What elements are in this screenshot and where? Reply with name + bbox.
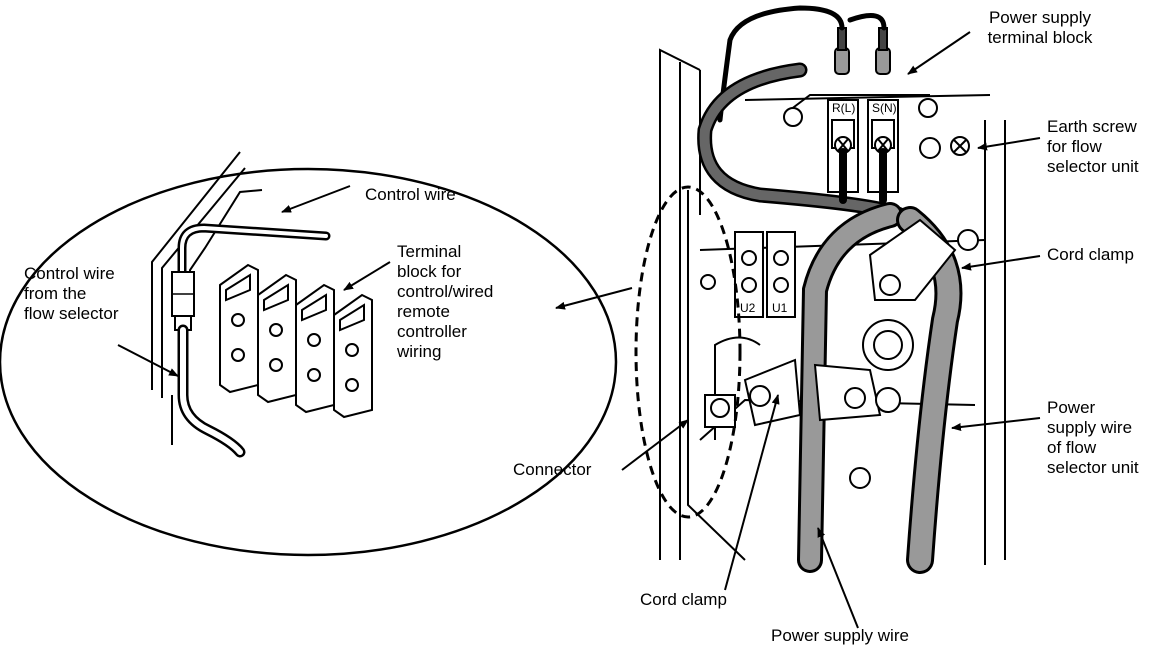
earth-screw: [919, 136, 970, 159]
leader-lines: [117, 31, 1041, 629]
label-earth-screw: Earth screw for flow selector unit: [1047, 117, 1139, 176]
control-wire-from-selector-detail: [177, 324, 246, 458]
label-control-wire: Control wire: [365, 185, 456, 204]
label-connector: Connector: [513, 460, 592, 479]
terminal-mark-sn: S(N): [872, 101, 897, 115]
label-terminal-block-control: Terminal block for control/wired remote …: [397, 242, 494, 361]
terminal-block-detail: [219, 263, 373, 419]
terminal-mark-rl: R(L): [832, 101, 855, 115]
label-cord-clamp-right: Cord clamp: [1047, 245, 1134, 264]
zoom-region-dashed: [634, 185, 742, 519]
control-terminal-block: [700, 231, 796, 318]
top-screws: [783, 98, 938, 127]
power-supply-wire-main: [797, 202, 903, 573]
terminal-mark-u1: U1: [772, 301, 788, 315]
label-power-supply-wire: Power supply wire: [771, 626, 909, 645]
cord-clamp-bottom: [710, 319, 914, 489]
connector-detail: [171, 271, 195, 331]
power-wires: [697, 5, 908, 223]
ring-terminals: [834, 27, 891, 75]
label-control-wire-from-selector: Control wire from the flow selector: [24, 264, 119, 323]
label-power-supply-wire-selector: Power supply wire of flow selector unit: [1047, 398, 1139, 477]
control-wire-detail: [177, 223, 331, 283]
cord-clamp-right: [868, 218, 979, 301]
terminal-mark-u2: U2: [740, 301, 756, 315]
label-power-supply-terminal-block: Power supply terminal block: [987, 8, 1093, 47]
label-cord-clamp-bottom: Cord clamp: [640, 590, 727, 609]
